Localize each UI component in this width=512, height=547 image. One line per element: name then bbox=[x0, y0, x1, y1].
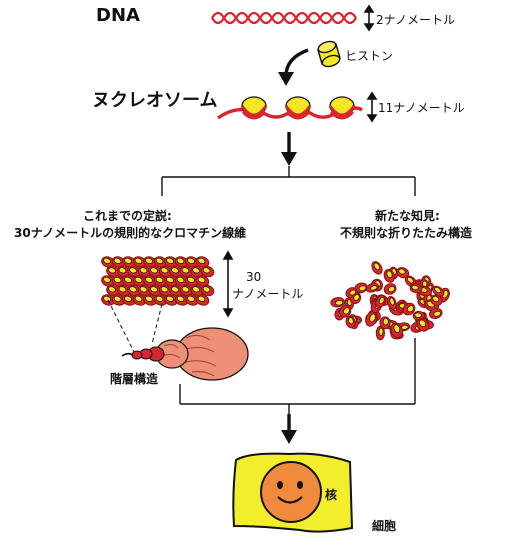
nucleosome-disk bbox=[345, 287, 358, 299]
nucleosome-disk bbox=[101, 256, 115, 268]
nucleus-label: 核 bbox=[325, 488, 338, 502]
cell-label: 細胞 bbox=[372, 519, 397, 533]
nucleosome-disk bbox=[143, 294, 157, 306]
nucleosome-disk bbox=[330, 297, 346, 308]
nucleosome-disk bbox=[195, 256, 210, 268]
nucleosome-fiber bbox=[217, 96, 363, 120]
nucleosome-disk bbox=[122, 256, 136, 268]
nucleosome-disk bbox=[379, 316, 391, 330]
merge-bracket bbox=[179, 338, 416, 414]
old-theory-line1: これまでの定説: bbox=[83, 209, 172, 223]
irregular-folded-structure bbox=[330, 261, 450, 341]
curved-arrow-icon bbox=[278, 48, 309, 86]
cell-illustration bbox=[232, 452, 354, 533]
nucleosome-disk bbox=[375, 294, 386, 308]
nucleosome-size-arrow bbox=[366, 91, 378, 123]
regular-chromatin-fiber bbox=[101, 256, 215, 306]
dna-double-helix bbox=[211, 11, 357, 25]
nucleosome-disk bbox=[137, 265, 152, 278]
nucleosome-disk bbox=[371, 261, 383, 275]
nucleosome-disk bbox=[111, 256, 126, 268]
nucleosome-disk bbox=[365, 282, 379, 293]
fiber-size-line2: ナノメートル bbox=[232, 287, 304, 301]
nucleosome-disk bbox=[428, 308, 443, 320]
nucleosome-disk bbox=[174, 294, 189, 306]
nucleosome-disk bbox=[383, 269, 395, 283]
down-arrow bbox=[281, 414, 297, 444]
nucleosome-disk bbox=[416, 318, 430, 332]
new-theory-line1: 新たな知見: bbox=[375, 209, 440, 223]
hierarchy-label: 階層構造 bbox=[110, 372, 159, 386]
nucleosome-bead bbox=[240, 96, 268, 120]
nucleosome-disk bbox=[390, 322, 403, 338]
nucleosome-disk bbox=[396, 267, 410, 279]
new-theory-line2: 不規則な折りたたみ構造 bbox=[340, 226, 473, 240]
nucleosome-disk bbox=[169, 284, 183, 297]
nucleosome-bead bbox=[328, 96, 356, 120]
nucleosome-disk bbox=[345, 315, 356, 329]
nucleosome-disk bbox=[185, 256, 199, 268]
nucleosome-disk bbox=[195, 294, 210, 306]
nucleosome-disk bbox=[116, 265, 131, 278]
nucleosome-disk bbox=[409, 283, 423, 294]
fiber-size-arrow bbox=[222, 250, 234, 318]
nucleosome-disk bbox=[190, 284, 204, 297]
nucleosome-title: ヌクレオソーム bbox=[92, 90, 218, 111]
nucleosome-disk bbox=[164, 275, 178, 287]
nucleosome-disk bbox=[148, 265, 162, 278]
hierarchical-structure bbox=[121, 327, 249, 381]
histone-icon bbox=[317, 40, 341, 68]
nucleosome-disk bbox=[432, 285, 445, 297]
nucleosome-disk bbox=[106, 265, 120, 278]
old-theory-line2: 30ナノメートルの規則的なクロマチン線維 bbox=[14, 226, 247, 240]
nucleosome-disk bbox=[164, 294, 178, 306]
nucleosome-disk bbox=[122, 275, 136, 287]
nucleosome-disk bbox=[116, 284, 131, 297]
nucleosome-disk bbox=[200, 284, 215, 297]
nucleosome-disk bbox=[190, 265, 204, 278]
nucleosome-disk bbox=[386, 295, 397, 310]
nucleosome-disk bbox=[132, 275, 147, 287]
down-arrow bbox=[281, 132, 297, 166]
nucleosome-disk bbox=[132, 294, 147, 306]
fiber-size-line1: 30 bbox=[246, 270, 262, 284]
nucleosome-disk bbox=[383, 283, 397, 295]
zoom-lines bbox=[107, 299, 163, 353]
nucleosome-disk bbox=[195, 275, 210, 287]
nucleosome-disk bbox=[174, 256, 189, 268]
nucleosome-disk bbox=[402, 302, 416, 316]
dna-title: DNA bbox=[96, 5, 140, 26]
nucleosome-disk bbox=[143, 275, 157, 287]
nucleosome-size-label: 11ナノメートル bbox=[378, 101, 465, 115]
dna-size-arrow bbox=[363, 4, 375, 32]
nucleus-face-icon bbox=[277, 481, 303, 504]
nucleosome-disk bbox=[101, 275, 115, 287]
nucleosome-disk bbox=[365, 311, 378, 327]
nucleosome-disk bbox=[137, 284, 152, 297]
nucleosome-bead bbox=[284, 96, 312, 120]
nucleosome-disk bbox=[179, 265, 194, 278]
histone-label: ヒストン bbox=[345, 49, 394, 63]
nucleosome-disk bbox=[132, 256, 147, 268]
nucleosome-disk bbox=[122, 294, 136, 306]
nucleosome-disk bbox=[200, 265, 215, 278]
nucleosome-disk bbox=[338, 304, 352, 318]
nucleosome-disk bbox=[153, 294, 168, 306]
branch-bracket bbox=[161, 166, 416, 196]
dna-size-label: 2ナノメートル bbox=[376, 13, 456, 27]
